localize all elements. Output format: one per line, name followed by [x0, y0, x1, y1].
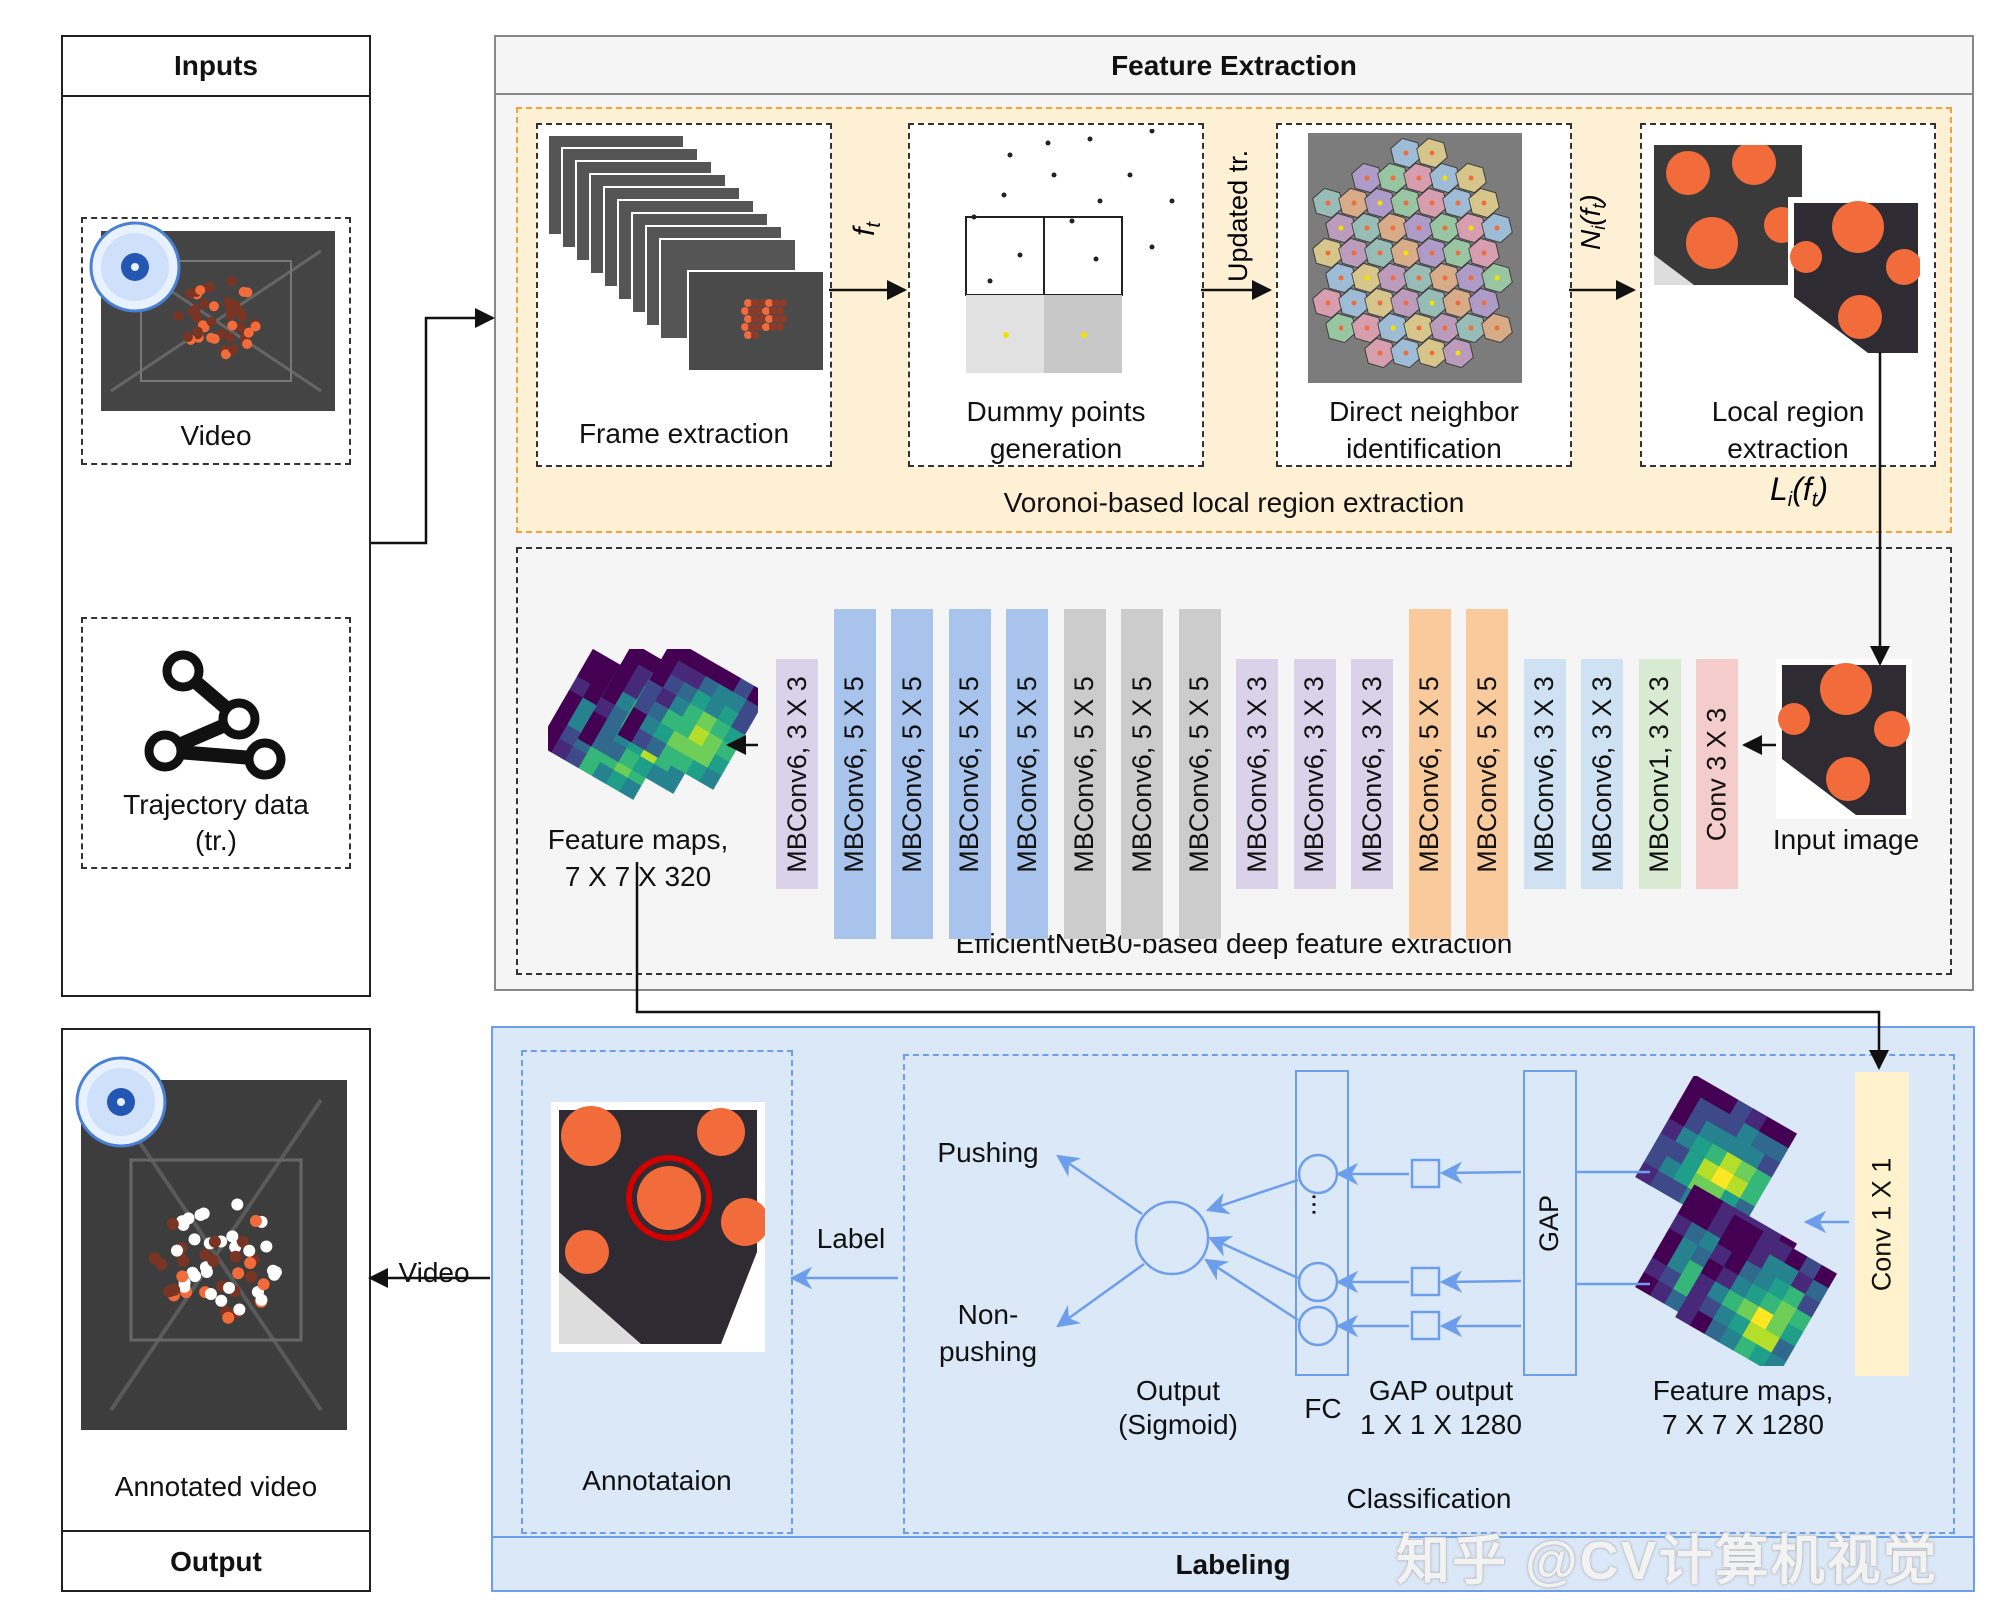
efficientnet-caption: EfficientNetB0-based deep feature extrac…	[955, 928, 1513, 959]
layer-8: MBConv6, 5 X 5	[1178, 609, 1221, 939]
output-sigmoid-label: Output (Sigmoid)	[1118, 1375, 1238, 1440]
inputs-panel: Inputs Video Trajectory data (tr.)	[61, 35, 371, 997]
voronoi-section: Frame extraction Dummy points generati	[516, 107, 1952, 533]
input-image-label: Input image	[1772, 824, 1920, 855]
output-panel: Annotated video Output	[61, 1028, 371, 1592]
inputs-title: Inputs	[63, 37, 369, 97]
layer-label: MBConv6, 3 X 3	[781, 675, 812, 873]
annotation-box: Annotataion	[521, 1050, 793, 1534]
local-region-box: Local region extraction	[1640, 123, 1936, 467]
layer-label: MBConv1, 3 X 3	[1644, 675, 1674, 873]
layer-label: MBConv6, 3 X 3	[1586, 675, 1617, 873]
layer-2: MBConv6, 5 X 5	[833, 609, 876, 939]
layer-label: MBConv6, 3 X 3	[1241, 675, 1272, 873]
gap-box: GAP	[1523, 1070, 1577, 1376]
fc-dots: ...	[1306, 1192, 1338, 1217]
layer-label: MBConv6, 5 X 5	[1011, 675, 1042, 873]
layer-label: MBConv6, 5 X 5	[839, 675, 869, 873]
local-region-crop-2	[1788, 197, 1920, 357]
trajectory-icon	[144, 650, 286, 780]
label-text: Label	[816, 1223, 886, 1254]
feature-maps-1280-label: Feature maps, 7 X 7 X 1280	[1652, 1375, 1834, 1440]
voronoi-diagram	[1308, 133, 1522, 383]
output-title: Output	[63, 1530, 369, 1590]
dummy-points-label: Dummy points generation	[966, 396, 1146, 464]
dummy-points-box: Dummy points generation	[908, 123, 1204, 467]
layer-14: MBConv6, 3 X 3	[1523, 659, 1566, 889]
direct-neighbor-box: Direct neighbor identification	[1276, 123, 1572, 467]
layer-label: MBConv6, 5 X 5	[1414, 675, 1444, 873]
pushing-label: Pushing	[937, 1137, 1039, 1168]
frame-stack	[548, 135, 825, 372]
layer-6: MBConv6, 5 X 5	[1063, 609, 1106, 939]
labeling-panel: Annotataion Classification GAP Conv 1 X …	[491, 1026, 1975, 1592]
layer-label: MBConv6, 3 X 3	[1529, 675, 1559, 873]
video-thumbnail	[101, 231, 335, 411]
layer-1: MBConv6, 3 X 3	[776, 659, 818, 889]
layer-13: MBConv6, 5 X 5	[1466, 609, 1508, 939]
layer-10: MBConv6, 3 X 3	[1293, 659, 1336, 889]
disc-icon-output	[75, 1056, 167, 1148]
video-flow-label: Video	[384, 1254, 484, 1291]
layer-4: MBConv6, 5 X 5	[948, 609, 991, 939]
fc-layer-box	[1295, 1070, 1349, 1376]
direct-neighbor-label: Direct neighbor identification	[1329, 396, 1519, 464]
video-input-box: Video	[81, 217, 351, 465]
annotated-crop	[551, 1102, 765, 1352]
feature-maps-320-label: Feature maps, 7 X 7 X 320	[547, 824, 729, 892]
annotated-video-label: Annotated video	[114, 1471, 318, 1502]
layer-label: MBConv6, 5 X 5	[1471, 675, 1502, 873]
labeling-title: Labeling	[493, 1536, 1973, 1590]
layer-11: MBConv6, 3 X 3	[1351, 659, 1393, 889]
conv1x1-box: Conv 1 X 1	[1855, 1072, 1909, 1376]
gap-output-label: GAP output 1 X 1 X 1280	[1360, 1375, 1522, 1440]
fc-label: FC	[1304, 1393, 1342, 1424]
gap-label: GAP	[1534, 1194, 1565, 1252]
layer-label: MBConv6, 3 X 3	[1299, 675, 1329, 873]
non-pushing-label: Non- pushing	[938, 1299, 1038, 1367]
layer-5: MBConv6, 5 X 5	[1006, 609, 1048, 939]
voronoi-caption: Voronoi-based local region extraction	[1003, 487, 1465, 518]
layer-label: Conv 3 X 3	[1701, 707, 1732, 841]
layer-label: MBConv6, 5 X 5	[896, 675, 927, 873]
dummy-points-figure	[965, 129, 1175, 373]
layer-label: MBConv6, 3 X 3	[1356, 675, 1387, 873]
local-region-crop-1	[1654, 145, 1802, 285]
feature-maps-1280	[1635, 1076, 1837, 1366]
layer-label: MBConv6, 5 X 5	[954, 675, 984, 873]
feature-extraction-title: Feature Extraction	[496, 37, 1972, 95]
layer-label: MBConv6, 5 X 5	[1069, 675, 1099, 873]
annotated-video-thumbnail	[81, 1080, 347, 1430]
layer-3: MBConv6, 5 X 5	[891, 609, 933, 939]
annotation-label: Annotataion	[582, 1465, 732, 1496]
classification-caption: Classification	[1346, 1483, 1512, 1514]
feature-extraction-panel: Feature Extraction Frame extraction	[494, 35, 1974, 991]
frame-extraction-label: Frame extraction	[578, 418, 790, 449]
watermark: 知乎 @CV计算机视觉	[1396, 1531, 1939, 1591]
layer-7: MBConv6, 5 X 5	[1121, 609, 1163, 939]
layer-label: MBConv6, 5 X 5	[1126, 675, 1157, 873]
disc-icon	[89, 221, 181, 313]
layer-16: MBConv1, 3 X 3	[1638, 659, 1681, 889]
layer-15: MBConv6, 3 X 3	[1581, 659, 1623, 889]
conv1x1-label: Conv 1 X 1	[1866, 1157, 1897, 1291]
layer-label: MBConv6, 5 X 5	[1184, 675, 1214, 873]
layer-17: Conv 3 X 3	[1696, 659, 1738, 889]
input-image	[1776, 659, 1912, 819]
feature-maps-320	[548, 649, 758, 800]
trajectory-label: Trajectory data (tr.)	[123, 789, 309, 856]
trajectory-input-box: Trajectory data (tr.)	[81, 617, 351, 869]
local-region-label: Local region extraction	[1711, 396, 1865, 464]
frame-extraction-box: Frame extraction	[536, 123, 832, 467]
video-label: Video	[180, 420, 252, 451]
layer-12: MBConv6, 5 X 5	[1408, 609, 1451, 939]
layer-9: MBConv6, 3 X 3	[1236, 659, 1278, 889]
efficientnet-section: Feature maps, 7 X 7 X 320 Input image Ef…	[516, 547, 1952, 975]
